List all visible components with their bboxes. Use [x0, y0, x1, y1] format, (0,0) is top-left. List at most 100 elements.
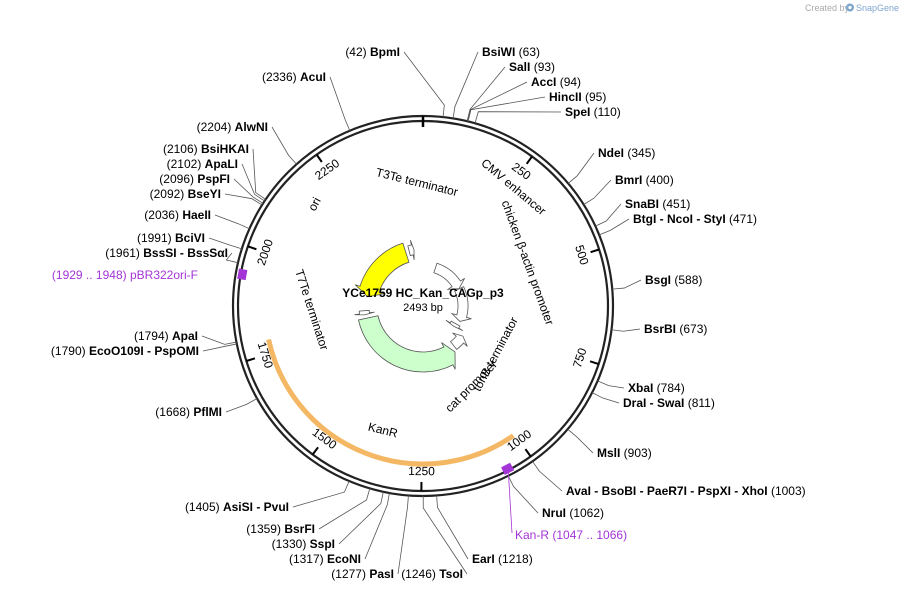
- tick-mark: [524, 448, 532, 458]
- enzyme-name: PflMI: [193, 405, 222, 419]
- enzyme-label: HincII (95): [549, 90, 606, 104]
- enzyme-site[interactable]: AvaI - BsoBI - PaeR7I - PspXI - XhoI (10…: [532, 461, 806, 498]
- enzyme-site[interactable]: (1961) BssSI - BssSαI: [105, 246, 239, 264]
- primer-binding-mark: [501, 462, 515, 476]
- tick-label: 500: [572, 243, 592, 267]
- enzyme-site[interactable]: SalI (93): [466, 60, 555, 122]
- enzyme-site[interactable]: (2036) HaeII: [144, 208, 250, 230]
- enzyme-name: SnaBI: [625, 197, 659, 211]
- enzyme-position: (1405): [185, 500, 223, 514]
- feature-t7te-terminator[interactable]: [354, 309, 375, 316]
- enzyme-site[interactable]: BmrI (400): [583, 173, 674, 205]
- snapgene-credit[interactable]: Created by SnapGene: [805, 3, 899, 13]
- enzyme-site[interactable]: XbaI (784): [597, 380, 685, 395]
- enzyme-site[interactable]: (1330) SspI: [272, 491, 384, 551]
- enzyme-site[interactable]: (2092) BseYI: [150, 187, 263, 206]
- enzyme-site[interactable]: (2336) AcuI: [262, 70, 351, 131]
- enzyme-name: ApaLI: [205, 157, 238, 171]
- enzyme-label: DraI - SwaI (811): [623, 396, 715, 410]
- feature-cba-promoter[interactable]: [450, 286, 472, 322]
- enzyme-site[interactable]: HincII (95): [467, 90, 606, 122]
- enzyme-site[interactable]: (1317) EcoNI: [289, 492, 390, 566]
- primer-Kan-R[interactable]: Kan-R (1047 .. 1066): [501, 462, 627, 542]
- enzyme-site[interactable]: (2106) BsiHKAI: [163, 142, 266, 200]
- enzyme-label: AvaI - BsoBI - PaeR7I - PspXI - XhoI (10…: [566, 484, 806, 498]
- enzyme-site[interactable]: SpeI (110): [474, 105, 621, 124]
- enzyme-leader-line: [467, 96, 546, 122]
- enzyme-site[interactable]: AccI (94): [467, 75, 581, 122]
- enzyme-name: BsrBI: [644, 322, 676, 336]
- enzyme-site[interactable]: (2204) AlwNI: [197, 120, 297, 165]
- enzyme-site[interactable]: NruI (1062): [507, 475, 604, 520]
- enzyme-site[interactable]: (1991) BciVI: [137, 231, 242, 250]
- enzyme-name: BsgI: [645, 273, 671, 287]
- feature-label-kanr: KanR: [367, 420, 400, 441]
- enzyme-site[interactable]: (1277) PasI: [331, 495, 409, 581]
- feature-cat-promoter[interactable]: [449, 332, 468, 351]
- enzyme-site[interactable]: (1668) PflMI: [155, 398, 258, 419]
- enzyme-position: (811): [684, 396, 714, 410]
- enzyme-name: EcoNI: [327, 552, 361, 566]
- enzyme-site[interactable]: EarI (1218): [436, 495, 533, 566]
- enzyme-name: AsiSI - PvuI: [223, 500, 289, 514]
- enzyme-position: (1790): [51, 344, 89, 358]
- enzyme-site[interactable]: (1405) AsiSI - PvuI: [185, 480, 350, 514]
- enzyme-leader-line: [318, 488, 371, 530]
- enzyme-leader-line: [567, 152, 595, 184]
- enzyme-label: AccI (94): [531, 75, 581, 89]
- credit-brand: SnapGene: [856, 3, 899, 13]
- tick-mark: [525, 155, 533, 165]
- enzyme-leader-line: [225, 252, 239, 264]
- enzyme-site[interactable]: SnaBI (451): [595, 197, 690, 227]
- enzyme-name: AccI: [531, 75, 556, 89]
- center-label: YCe1759 HC_Kan_CAGp_p3 2493 bp: [342, 286, 504, 314]
- enzyme-site[interactable]: BsrBI (673): [611, 322, 708, 336]
- plasmid-title: YCe1759 HC_Kan_CAGp_p3: [342, 286, 504, 300]
- enzyme-site[interactable]: (2102) ApaLI: [167, 157, 265, 202]
- enzyme-label: (1790) EcoO109I - PspOMI: [51, 344, 199, 358]
- enzyme-site[interactable]: DraI - SwaI (811): [591, 392, 715, 410]
- tick-mark: [311, 446, 319, 456]
- enzyme-position: (1277): [331, 567, 369, 581]
- enzyme-position: (94): [556, 75, 581, 89]
- enzyme-site[interactable]: (42) BpmI: [345, 45, 445, 118]
- enzyme-position: (1246): [401, 567, 439, 581]
- enzyme-leader-line: [271, 126, 297, 165]
- backbone-circle: [231, 114, 615, 498]
- feature-arrow-kanr: [358, 315, 456, 373]
- enzyme-label: (1794) ApaI: [134, 329, 198, 343]
- enzyme-position: (1218): [495, 552, 533, 566]
- enzyme-position: (1359): [246, 522, 284, 536]
- enzyme-site[interactable]: (1359) BsrFI: [246, 488, 371, 536]
- enzyme-label: (42) BpmI: [345, 45, 400, 59]
- enzyme-position: (42): [345, 45, 370, 59]
- enzyme-site[interactable]: BsgI (588): [612, 273, 702, 290]
- tick-mark: [247, 245, 257, 251]
- feature-tonb-terminator[interactable]: [445, 319, 464, 332]
- enzyme-site[interactable]: (1790) EcoO109I - PspOMI: [51, 343, 237, 358]
- enzyme-site[interactable]: (2096) PspFI: [159, 172, 264, 204]
- enzyme-label: (1359) BsrFI: [246, 522, 315, 536]
- enzyme-leader-line: [397, 495, 409, 575]
- enzyme-label: (2092) BseYI: [150, 187, 221, 201]
- feature-kanr[interactable]: [266, 315, 515, 467]
- enzyme-site[interactable]: MslI (903): [567, 428, 652, 460]
- enzyme-label: (1991) BciVI: [137, 231, 205, 245]
- enzyme-leader-line: [292, 480, 350, 508]
- enzyme-name: NdeI: [598, 146, 624, 160]
- enzyme-position: (451): [659, 197, 690, 211]
- enzyme-label: (1405) AsiSI - PvuI: [185, 500, 289, 514]
- primer-pBR322ori-F[interactable]: (1929 .. 1948) pBR322ori-F: [52, 268, 248, 282]
- enzyme-site[interactable]: (1246) TsoI: [401, 495, 468, 581]
- enzyme-site[interactable]: (1794) ApaI: [134, 329, 237, 345]
- enzyme-label: NruI (1062): [542, 506, 604, 520]
- enzyme-label: SpeI (110): [565, 105, 621, 119]
- enzyme-site[interactable]: BsiWI (63): [452, 45, 540, 119]
- enzyme-position: (471): [726, 212, 757, 226]
- feature-ori[interactable]: [354, 242, 410, 298]
- tick-label: 750: [570, 346, 590, 370]
- feature-t3te-terminator[interactable]: [407, 240, 415, 260]
- enzyme-site[interactable]: BtgI - NcoI - StyI (471): [599, 212, 757, 236]
- enzyme-site[interactable]: NdeI (345): [567, 146, 655, 184]
